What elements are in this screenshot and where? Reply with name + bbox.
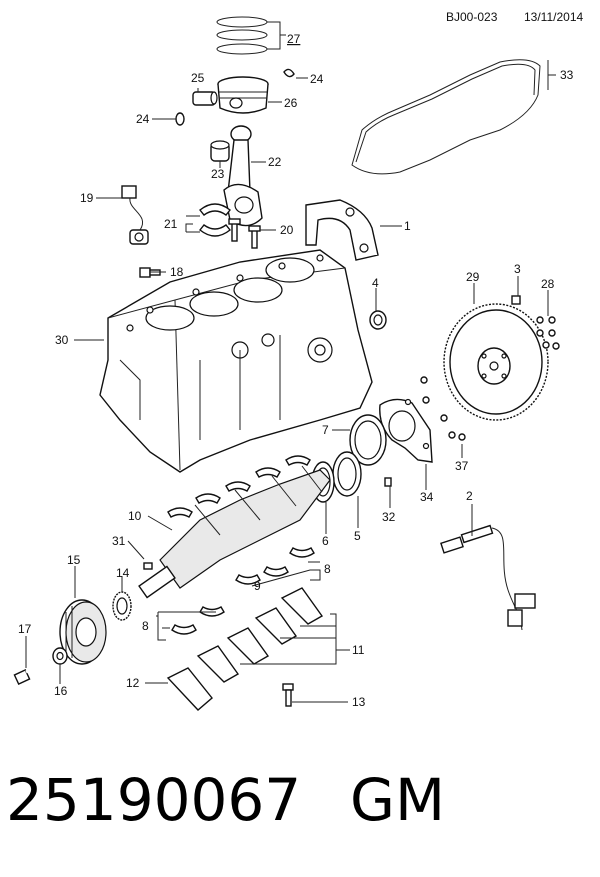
callout-37: 37 [455,459,469,473]
callout-29: 29 [466,270,480,284]
brand-label: GM [350,766,445,834]
main-cap-bolt [282,683,294,707]
callout-11: 11 [352,643,365,657]
snap-ring-upper [283,68,295,78]
callout-2: 2 [466,489,473,503]
seal-gasket [349,414,387,466]
callout-7: 7 [322,423,329,437]
callout-6: 6 [322,534,329,548]
callout-12: 12 [126,676,140,690]
main-bearing-caps [196,587,324,683]
callout-4: 4 [372,276,379,290]
crank-pulley [59,599,107,665]
engine-block [99,249,373,473]
callout-13: 13 [352,695,366,709]
callout-16: 16 [54,684,68,698]
rear-crank-seal [332,451,362,497]
locating-pin [384,477,392,487]
crank-key [143,562,153,570]
crank-position-sensor [440,524,536,631]
lower-bearing-shells [171,547,315,635]
callout-23: 23 [211,167,225,181]
upper-bearing-shells [167,455,311,518]
callout-34: 34 [420,490,434,504]
crank-seal-small [369,310,387,330]
callout-24-upper: 24 [310,72,324,86]
front-main-cap [166,667,213,711]
callout-17: 17 [18,622,32,636]
seal-housing [305,199,379,261]
callout-21: 21 [164,217,178,231]
callout-30: 30 [55,333,69,347]
callout-3: 3 [514,262,521,276]
callout-24-lower: 24 [136,112,150,126]
callout-10: 10 [128,509,142,523]
knock-sensor [121,185,149,245]
connecting-rod [223,125,263,227]
callout-25: 25 [191,71,205,85]
diagram-code: BJ00-023 [446,10,498,24]
callout-31: 31 [112,534,126,548]
dowel-pin [511,295,521,305]
part-number: 25190067 [6,766,301,834]
oil-pan-gasket [351,59,541,175]
callout-22: 22 [268,155,282,169]
leader-lines [25,60,556,703]
rear-main-seal-housing [379,398,433,463]
callout-28: 28 [541,277,555,291]
callout-1: 1 [404,219,411,233]
crank-sprocket [112,591,132,621]
pin-bushing [210,140,230,162]
callout-32: 32 [382,510,396,524]
flywheel-bolts [536,316,560,350]
callout-15: 15 [67,553,81,567]
flywheel [443,303,549,421]
rod-bearing-shells [199,203,231,237]
pulley-bolt [13,658,51,685]
callout-19: 19 [80,191,94,205]
diagram-date: 13/11/2014 [524,10,583,24]
piston-rings [216,16,286,55]
crankshaft [138,465,331,599]
callout-9: 9 [254,579,261,593]
pulley-washer [52,647,68,665]
callout-27: 27 [287,32,301,46]
callout-5: 5 [354,529,361,543]
callout-14: 14 [116,566,130,580]
callout-26: 26 [284,96,298,110]
piston-pin [192,91,218,106]
callout-labels: 27 33 25 24 26 24 22 23 19 21 20 1 18 3 … [18,32,574,709]
callout-20: 20 [280,223,294,237]
callout-8-upper: 8 [324,562,331,576]
callout-8-lower: 8 [142,619,149,633]
snap-ring-lower [175,112,185,126]
rod-bolts [228,218,261,249]
piston [217,76,269,114]
housing-bolts [420,376,466,441]
callout-18: 18 [170,265,184,279]
callout-33: 33 [560,68,574,82]
